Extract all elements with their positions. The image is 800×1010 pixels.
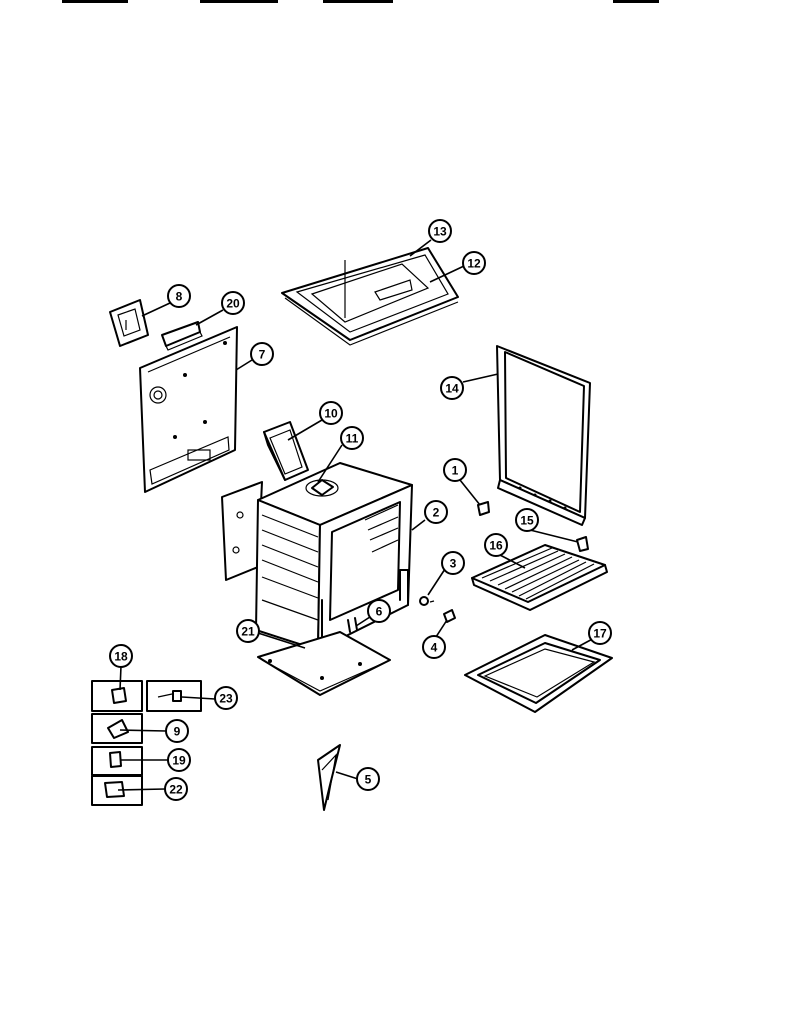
callout-11: 11 — [340, 426, 364, 450]
callout-19: 19 — [167, 748, 191, 772]
part-vent-duct-10 — [263, 421, 309, 481]
callout-14-label: 14 — [445, 382, 459, 396]
part-pan-17 — [464, 634, 613, 713]
part-fitting-15 — [576, 536, 589, 552]
inset-box-22 — [91, 775, 143, 806]
part-rack-16 — [471, 544, 608, 611]
callout-1-label: 1 — [452, 464, 459, 478]
callout-19-label: 19 — [172, 754, 186, 768]
callout-7: 7 — [250, 342, 274, 366]
callout-6: 6 — [367, 599, 391, 623]
callout-18-label: 18 — [114, 650, 128, 664]
callout-10-label: 10 — [324, 407, 338, 421]
callout-16: 16 — [484, 533, 508, 557]
part-block-20 — [161, 321, 203, 351]
inset-box-23 — [146, 680, 202, 712]
callout-14: 14 — [440, 376, 464, 400]
part-oven-top — [281, 247, 459, 346]
callout-10: 10 — [319, 401, 343, 425]
callout-8: 8 — [167, 284, 191, 308]
inset-box-19 — [91, 746, 143, 776]
part-bracket-8 — [109, 299, 149, 347]
part-bottom-panel-21 — [257, 631, 391, 696]
callout-2: 2 — [424, 500, 448, 524]
callout-1: 1 — [443, 458, 467, 482]
callout-17-label: 17 — [593, 627, 607, 641]
callout-7-label: 7 — [259, 348, 266, 362]
callout-12: 12 — [462, 251, 486, 275]
callout-15: 15 — [515, 508, 539, 532]
callout-20: 20 — [221, 291, 245, 315]
inset-box-9 — [91, 713, 143, 744]
callout-4: 4 — [422, 635, 446, 659]
header-bars — [62, 0, 659, 3]
callout-17: 17 — [588, 621, 612, 645]
part-bracket-6 — [347, 617, 358, 633]
part-knob-1 — [477, 501, 490, 516]
part-back-panel-7 — [139, 326, 238, 493]
callout-23: 23 — [214, 686, 238, 710]
callout-3: 3 — [441, 551, 465, 575]
part-clip-5 — [317, 744, 341, 811]
callout-12-label: 12 — [467, 257, 481, 271]
callout-16-label: 16 — [489, 539, 503, 553]
callout-8-label: 8 — [176, 290, 183, 304]
callout-13: 13 — [428, 219, 452, 243]
callout-13-label: 13 — [433, 225, 447, 239]
callout-5: 5 — [356, 767, 380, 791]
callout-2-label: 2 — [433, 506, 440, 520]
part-pin-4 — [443, 609, 456, 623]
callout-22: 22 — [164, 777, 188, 801]
callout-5-label: 5 — [365, 773, 372, 787]
callout-23-label: 23 — [219, 692, 233, 706]
callout-6-label: 6 — [376, 605, 383, 619]
callout-9: 9 — [165, 719, 189, 743]
callout-11-label: 11 — [346, 432, 359, 446]
callout-18: 18 — [109, 644, 133, 668]
callout-4-label: 4 — [431, 641, 438, 655]
callout-9-label: 9 — [174, 725, 181, 739]
callout-20-label: 20 — [226, 297, 240, 311]
callout-21: 21 — [236, 619, 260, 643]
callout-22-label: 22 — [169, 783, 183, 797]
callout-15-label: 15 — [520, 514, 534, 528]
part-grommet-3 — [419, 596, 435, 606]
callout-3-label: 3 — [450, 557, 457, 571]
callout-21-label: 21 — [241, 625, 255, 639]
inset-box-18 — [91, 680, 143, 712]
part-door-frame-14 — [496, 345, 591, 526]
